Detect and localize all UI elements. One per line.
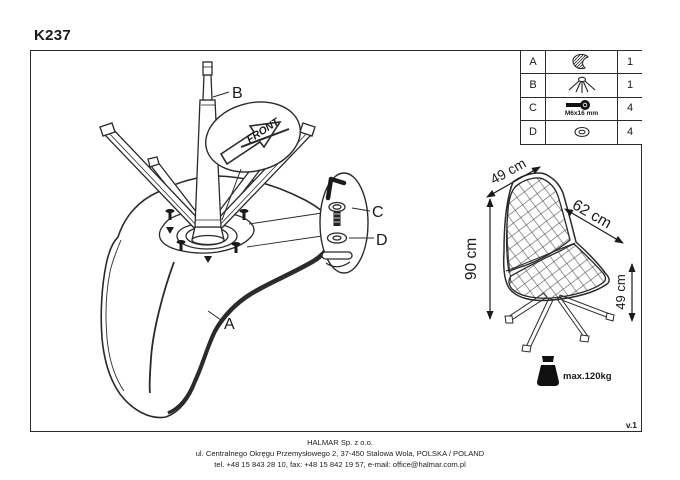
part-row-a-letter: A xyxy=(521,51,546,75)
dim-height-label: 90 cm xyxy=(463,238,480,280)
seat-shell-part xyxy=(100,175,338,419)
parts-table: A 1 B 1 C xyxy=(520,51,642,145)
base-legs-icon xyxy=(568,77,595,94)
version-label: v.1 xyxy=(626,420,637,430)
chair-legs xyxy=(504,292,615,353)
dim-seat-height-label: 49 cm xyxy=(613,274,628,309)
allen-key-icon xyxy=(325,176,347,201)
plate-screws xyxy=(165,209,249,263)
weight-limit-label: max.120kg xyxy=(563,371,612,382)
part-row-c-qty: 4 xyxy=(617,97,642,121)
weight-icon xyxy=(537,356,559,386)
chair-seam xyxy=(505,242,576,272)
footer-contact: tel. +48 15 843 28 10, fax: +48 15 842 1… xyxy=(214,459,466,469)
washer-detail-icon xyxy=(326,232,348,244)
screw-size-label: M6x16 mm xyxy=(564,110,599,118)
part-row-b-letter: B xyxy=(521,74,546,98)
model-number: K237 xyxy=(34,27,72,44)
chair-shell-outline xyxy=(502,172,610,302)
washer-icon xyxy=(573,127,590,138)
screw-icon xyxy=(565,100,590,111)
sheet-border xyxy=(30,50,642,432)
dimension-lines xyxy=(486,166,636,322)
part-row-b-qty: 1 xyxy=(617,74,642,98)
part-label-b: B xyxy=(232,85,243,102)
part-row-a-qty: 1 xyxy=(617,51,642,75)
footer: HALMAR Sp. z o.o. ul. Centralnego Okręgu… xyxy=(0,438,680,470)
part-row-d-letter: D xyxy=(521,120,546,144)
dim-depth-label: 62 cm xyxy=(569,197,614,233)
front-detail-bubble xyxy=(205,101,301,221)
part-label-d: D xyxy=(376,232,388,249)
part-label-c: C xyxy=(372,204,384,221)
chair-seat-face xyxy=(508,243,607,299)
footer-company: HALMAR Sp. z o.o. xyxy=(307,438,373,447)
hardware-detail-bubble xyxy=(246,172,374,274)
part-label-a: A xyxy=(224,316,235,333)
screw-detail-icon xyxy=(328,201,346,226)
part-row-d-qty: 4 xyxy=(617,120,642,144)
assembly-diagram: FRONT xyxy=(99,61,637,430)
seat-shell-icon xyxy=(571,54,589,70)
chair-figure: 49 cm 90 cm 62 cm 49 cm max.120kg xyxy=(463,155,636,386)
exploded-view: FRONT xyxy=(99,61,388,419)
footer-address: ul. Centralnego Okręgu Przemysłowego 2, … xyxy=(195,448,485,458)
part-row-c-letter: C xyxy=(521,97,546,121)
